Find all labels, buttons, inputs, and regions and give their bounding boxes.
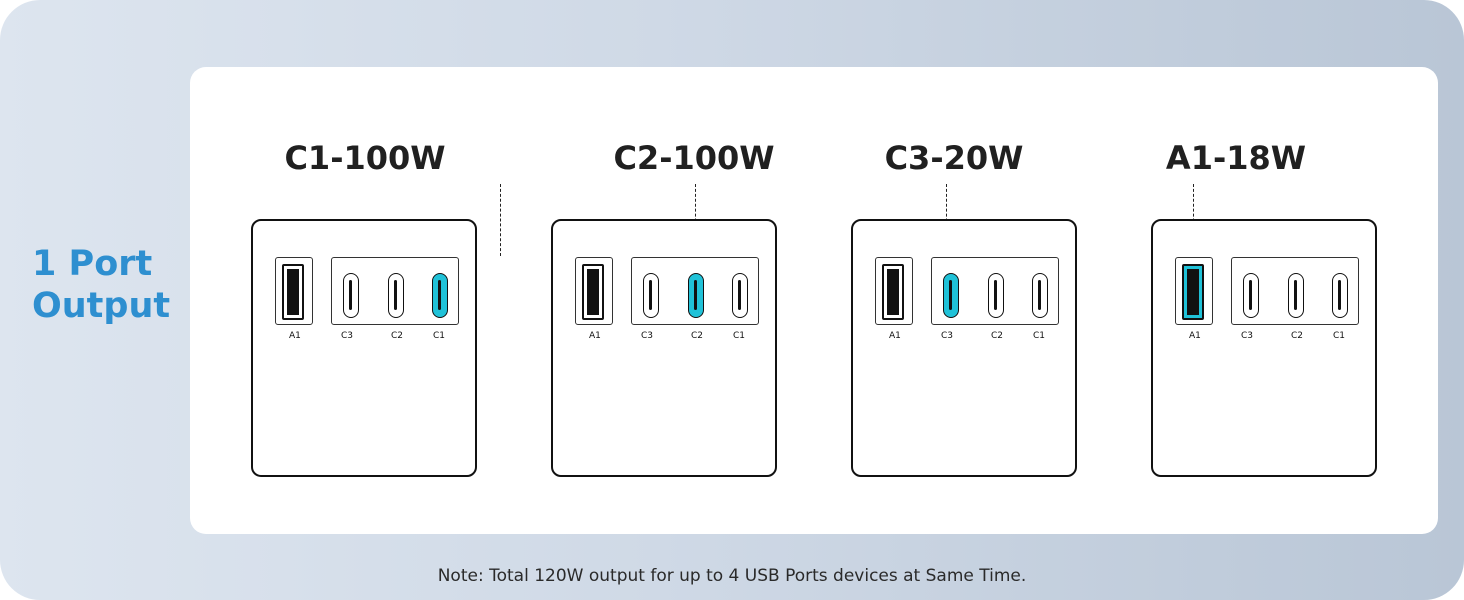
output-mode-title-line2: Output — [32, 286, 171, 326]
port-label-c2: C2 — [989, 331, 1006, 341]
unit-title: A1-18W — [1165, 139, 1307, 177]
charger-unit-c1: C1-100W A1 C3 C2 C1 — [251, 67, 501, 534]
usb-a-port-group — [575, 257, 613, 325]
charger-unit-c2: C2-100W A1 C3 C2 C1 — [551, 67, 791, 534]
usb-a-port-group — [875, 257, 913, 325]
charger-unit-a1: A1-18W A1 C3 C2 C1 — [1151, 67, 1391, 534]
usb-c-port-c2 — [988, 273, 1004, 318]
usb-a-port-a1 — [882, 264, 904, 320]
port-label-a1: A1 — [1187, 331, 1203, 341]
charger-body: A1 C3 C2 C1 — [1151, 219, 1377, 477]
port-label-c3: C3 — [339, 331, 356, 341]
usb-c-port-c3-highlighted — [943, 273, 959, 318]
usb-a-port-a1 — [582, 264, 604, 320]
charger-body: A1 C3 C2 C1 — [251, 219, 477, 477]
usb-c-port-group — [631, 257, 759, 325]
charger-body: A1 C3 C2 C1 — [851, 219, 1077, 477]
port-label-c1: C1 — [431, 331, 448, 341]
usb-a-port-group — [1175, 257, 1213, 325]
footnote: Note: Total 120W output for up to 4 USB … — [437, 566, 1027, 586]
port-label-c3: C3 — [639, 331, 656, 341]
usb-c-port-c2 — [1288, 273, 1304, 318]
usb-a-port-a1-highlighted — [1182, 264, 1204, 320]
charger-unit-c3: C3-20W A1 C3 C2 C1 — [851, 67, 1091, 534]
charger-body: A1 C3 C2 C1 — [551, 219, 777, 477]
usb-c-port-group — [931, 257, 1059, 325]
leader-line — [500, 184, 501, 256]
usb-c-port-c1-highlighted — [432, 273, 448, 318]
output-mode-title-line1: 1 Port — [32, 244, 153, 284]
unit-title: C3-20W — [884, 139, 1024, 177]
usb-a-port-group — [275, 257, 313, 325]
unit-title: C1-100W — [284, 139, 446, 177]
port-label-a1: A1 — [887, 331, 903, 341]
usb-c-port-c3 — [1243, 273, 1259, 318]
unit-title: C2-100W — [613, 139, 775, 177]
port-label-c1: C1 — [1031, 331, 1048, 341]
usb-c-port-c2-highlighted — [688, 273, 704, 318]
usb-c-port-group — [1231, 257, 1359, 325]
port-label-c3: C3 — [1239, 331, 1256, 341]
port-label-c1: C1 — [731, 331, 748, 341]
port-label-c2: C2 — [389, 331, 406, 341]
output-mode-title: 1 Port Output — [32, 243, 170, 327]
usb-c-port-group — [331, 257, 459, 325]
diagram-panel: C1-100W A1 C3 C2 C1 C2-100W — [190, 67, 1438, 534]
port-label-c3: C3 — [939, 331, 956, 341]
port-label-a1: A1 — [287, 331, 303, 341]
port-label-c2: C2 — [689, 331, 706, 341]
usb-c-port-c3 — [343, 273, 359, 318]
port-label-a1: A1 — [587, 331, 603, 341]
usb-c-port-c1 — [1332, 273, 1348, 318]
usb-c-port-c1 — [1032, 273, 1048, 318]
port-label-c1: C1 — [1331, 331, 1348, 341]
usb-c-port-c3 — [643, 273, 659, 318]
usb-c-port-c2 — [388, 273, 404, 318]
usb-c-port-c1 — [732, 273, 748, 318]
usb-a-port-a1 — [282, 264, 304, 320]
port-label-c2: C2 — [1289, 331, 1306, 341]
